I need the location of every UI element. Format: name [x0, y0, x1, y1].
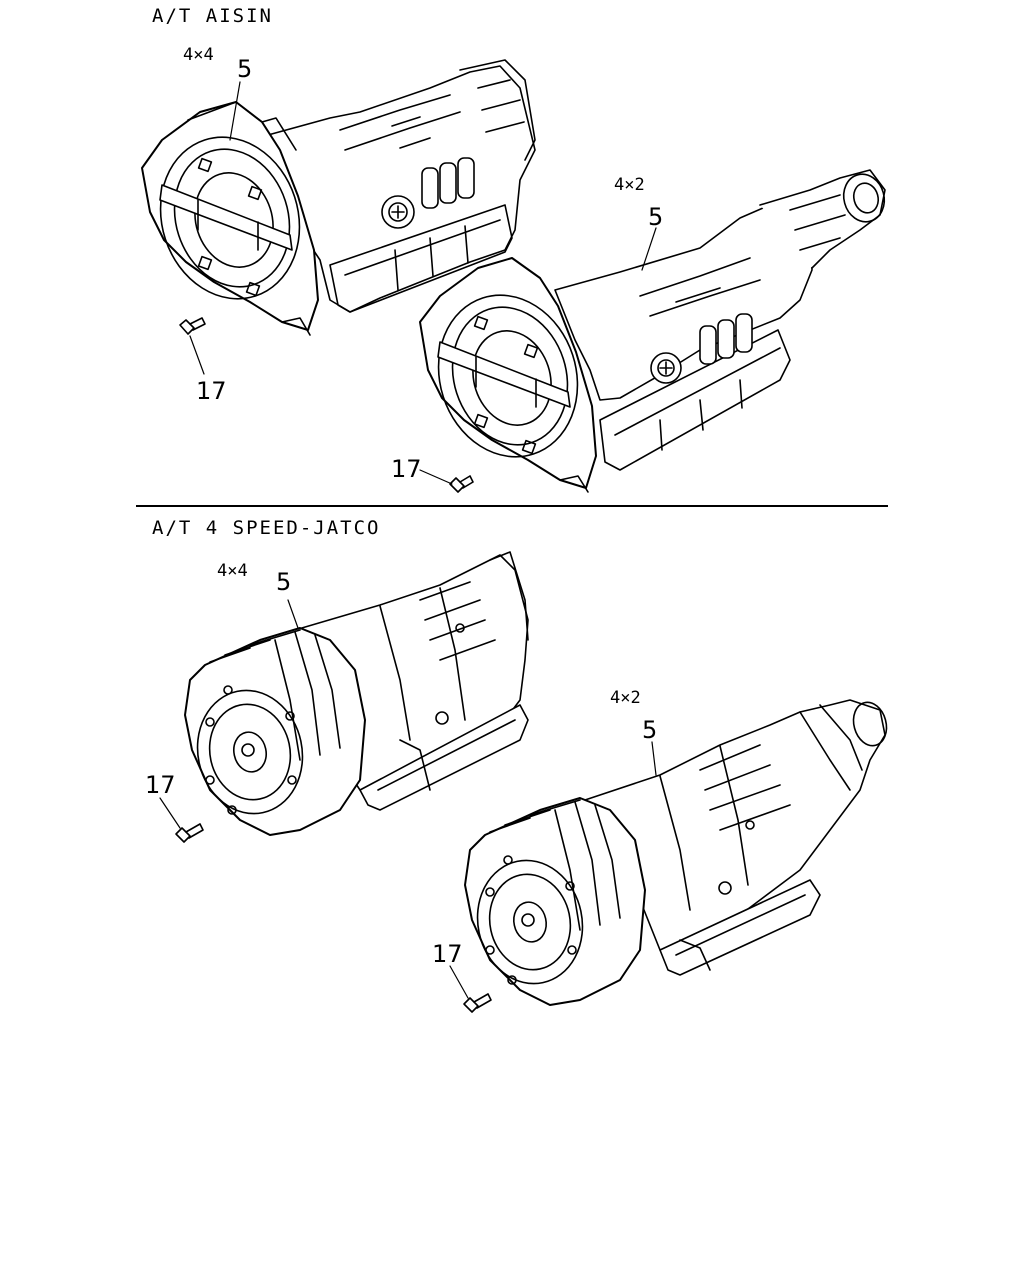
- jatco-4x4-transmission: [159, 551, 529, 843]
- aisin-4x2-transmission: [419, 169, 886, 493]
- jatco-4x2-bolt: [463, 993, 492, 1013]
- callout-5-jatco-4x2: 5: [642, 716, 658, 744]
- variant-label-jatco-4x2: 4×2: [610, 688, 641, 708]
- callout-5-aisin-4x2: 5: [648, 203, 664, 231]
- aisin-4x2-bolt: [449, 475, 474, 493]
- callout-17-jatco-4x4: 17: [145, 771, 176, 799]
- aisin-4x4-transmission: [141, 59, 536, 375]
- callout-5-aisin-4x4: 5: [237, 55, 253, 83]
- section-divider: [136, 505, 888, 507]
- jatco-4x4-bolt: [175, 823, 204, 843]
- callout-17-aisin-4x4: 17: [196, 377, 227, 405]
- variant-label-aisin-4x4: 4×4: [183, 45, 214, 65]
- section-title-aisin: A/T AISIN: [152, 5, 273, 27]
- callout-17-aisin-4x2: 17: [391, 455, 422, 483]
- callout-17-jatco-4x2: 17: [432, 940, 463, 968]
- jatco-4x2-transmission: [449, 699, 888, 1013]
- variant-label-aisin-4x2: 4×2: [614, 175, 645, 195]
- aisin-4x4-bolt: [179, 317, 206, 335]
- section-title-jatco: A/T 4 SPEED-JATCO: [152, 517, 381, 539]
- callout-5-jatco-4x4: 5: [276, 568, 292, 596]
- variant-label-jatco-4x4: 4×4: [217, 561, 248, 581]
